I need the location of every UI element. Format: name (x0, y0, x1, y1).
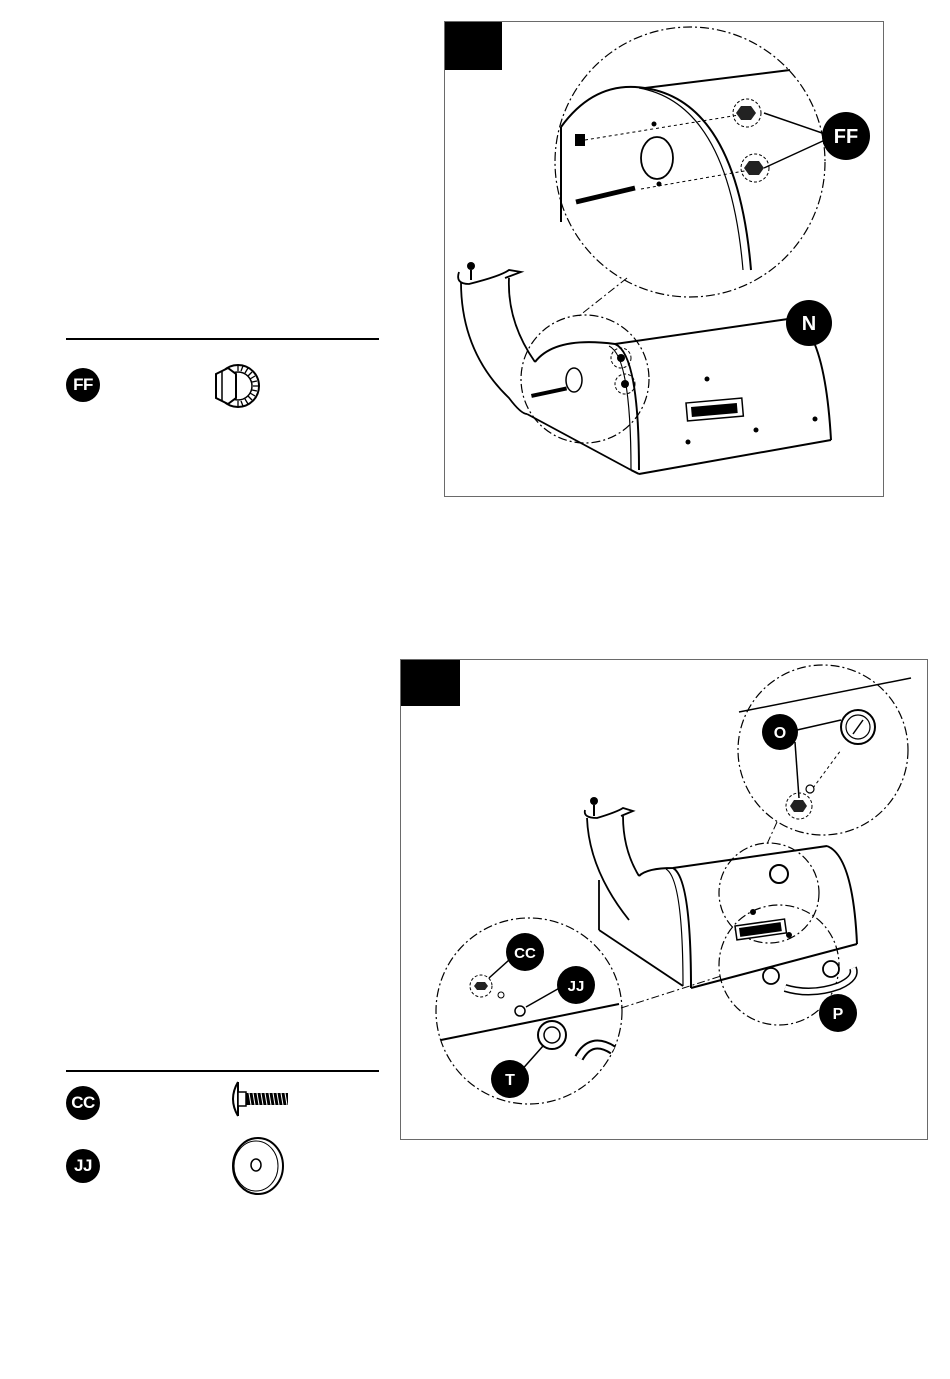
parts-list-divider (66, 338, 379, 340)
callout-n: N (802, 313, 816, 335)
flange-nut-icon (208, 360, 260, 412)
callout-o: O (774, 725, 786, 742)
figure-panel-step-b: O CC JJ P T (400, 659, 928, 1140)
callout-jj: JJ (568, 978, 585, 995)
callout-t: T (505, 1072, 515, 1089)
figure-panel-step-a: FF N (444, 21, 884, 497)
callout-p: P (833, 1006, 844, 1023)
parts-list-divider (66, 1070, 379, 1072)
part-badge-ff: FF (66, 368, 100, 402)
part-badge-jj: JJ (66, 1149, 100, 1183)
smoker-assembly-illustration: FF N (445, 22, 883, 496)
smoker-detail-illustration: O CC JJ P T (401, 660, 927, 1139)
callout-cc: CC (514, 945, 536, 962)
callout-ff: FF (834, 126, 858, 148)
washer-icon (230, 1136, 286, 1196)
part-badge-cc: CC (66, 1086, 100, 1120)
bolt-icon (228, 1080, 294, 1118)
